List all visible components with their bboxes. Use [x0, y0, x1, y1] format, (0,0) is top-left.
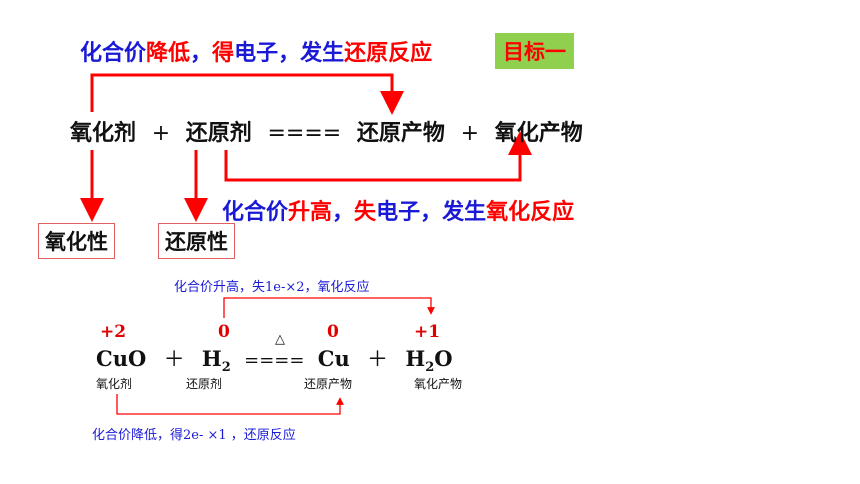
oxidation-arrow — [224, 131, 532, 182]
reduction-arrow — [90, 73, 404, 115]
species-h2: H — [201, 346, 222, 371]
bottom-rule-part: 电子 — [376, 200, 421, 225]
plus-sign: + — [460, 121, 480, 146]
top-rule-part: 得 — [212, 41, 235, 66]
ox-state-h-product: +1 — [414, 322, 441, 342]
caption-oxidation-product: 氧化产物 — [414, 377, 463, 391]
oxidizing-property-box: 氧化性 — [38, 223, 115, 259]
bottom-rule: 化合价升高，失电子，发生氧化反应 — [222, 194, 574, 226]
caption-reduction-product: 还原产物 — [304, 377, 353, 391]
reduction-product-term: 还原产物 — [356, 121, 445, 146]
top-rule-part: 降低 — [146, 41, 191, 66]
species-cu: Cu — [317, 346, 350, 371]
oxidant-term: 氧化剂 — [70, 121, 137, 146]
example-bottom-note: 化合价降低，得2e- ×1 ，还原反应 — [92, 428, 296, 443]
example-equation: CuO ＋ H2 ==== Cu ＋ H2O — [96, 343, 453, 375]
caption-oxidant: 氧化剂 — [96, 377, 133, 391]
bottom-rule-part: ，发生 — [420, 200, 487, 225]
plus-sign: ＋ — [367, 347, 389, 371]
top-rule-part: 还原反应 — [344, 41, 433, 66]
goal-tag: 目标一 — [495, 33, 574, 69]
subscript: 2 — [221, 360, 231, 376]
ox-state-h: 0 — [218, 322, 230, 342]
bottom-rule-part: 升高 — [288, 200, 333, 225]
top-rule-part: 电子 — [234, 41, 279, 66]
plus-sign: ＋ — [163, 347, 185, 371]
bottom-rule-part: 化合价 — [222, 200, 289, 225]
reducing-property-box: 还原性 — [158, 223, 235, 259]
species-cuo: CuO — [96, 346, 147, 371]
plus-sign: + — [151, 121, 171, 146]
top-rule: 化合价降低，得电子，发生还原反应 — [80, 35, 432, 67]
ox-state-cu-product: 0 — [327, 322, 339, 342]
main-equation: 氧化剂 + 还原剂 ==== 还原产物 + 氧化产物 — [70, 115, 583, 147]
ox-state-cu: +2 — [100, 322, 127, 342]
oxidation-product-term: 氧化产物 — [494, 121, 583, 146]
reductant-term: 还原剂 — [185, 121, 252, 146]
species-h2o-o: O — [434, 346, 453, 371]
equals-sign: ==== — [267, 121, 342, 146]
example-top-note: 化合价升高，失1e-×2，氧化反应 — [174, 280, 370, 295]
bottom-rule-part: ， — [332, 200, 355, 225]
top-rule-part: ，发生 — [278, 41, 345, 66]
example-bottom-bracket — [116, 394, 344, 415]
example-top-bracket — [223, 297, 435, 318]
bottom-rule-part: 氧化反应 — [486, 200, 575, 225]
caption-reductant: 还原剂 — [186, 377, 223, 391]
top-rule-part: ， — [190, 41, 213, 66]
species-h2o: H — [405, 346, 426, 371]
bottom-rule-part: 失 — [354, 200, 377, 225]
subscript: 2 — [425, 360, 435, 376]
heat-symbol: △ — [275, 332, 285, 347]
equals-sign: ==== — [244, 350, 305, 371]
top-rule-part: 化合价 — [80, 41, 147, 66]
